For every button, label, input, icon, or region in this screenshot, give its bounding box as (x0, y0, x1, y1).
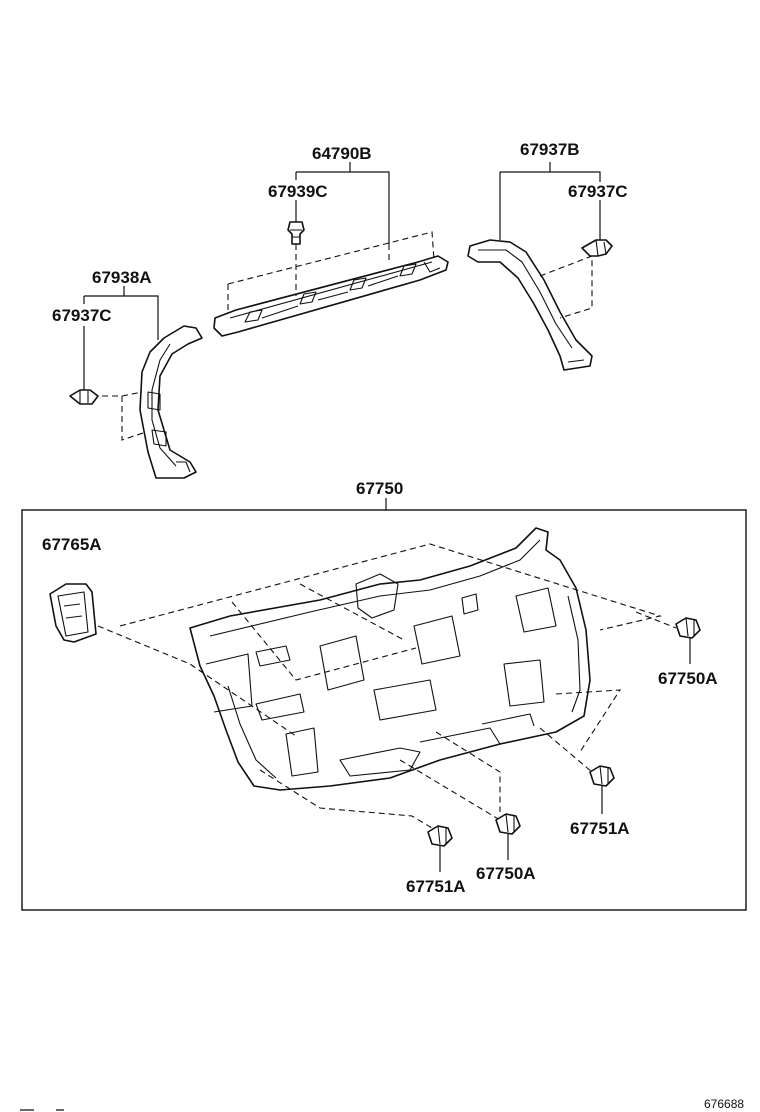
label-67937B: 67937B (520, 140, 580, 159)
leader-67937B (499, 162, 601, 240)
clip-67939C (287, 221, 305, 245)
label-67938A: 67938A (92, 268, 152, 287)
dashed-outline-board-top (119, 543, 663, 631)
trim-panel-64790B (213, 255, 449, 337)
clip-67751A-right (589, 765, 615, 787)
leader-67938A (84, 286, 159, 340)
clip-67937C-right (581, 239, 613, 257)
dashed-outline-67938A (102, 391, 147, 441)
clip-67750A-bottom (495, 813, 521, 835)
dashed-outline-67937B (539, 255, 593, 319)
label-67750A-right: 67750A (658, 669, 718, 688)
dashed-leader-67751A-right (539, 689, 622, 773)
cover-67765A (49, 583, 97, 643)
label-64790B: 64790B (312, 144, 372, 163)
label-67751A-bottom: 67751A (406, 877, 466, 896)
dashed-leader-67750A-right (635, 611, 677, 629)
leader-64790B (296, 162, 390, 244)
back-door-trim-board-67750 (189, 527, 591, 791)
clip-67751A-bottom (427, 825, 453, 847)
dashed-outline-board-mid (231, 583, 417, 681)
clip-67937C-left (69, 389, 99, 405)
assembly-frame-67750 (21, 509, 747, 911)
pillar-trim-67937B (467, 239, 593, 371)
label-67750: 67750 (356, 479, 403, 498)
dashed-leader-67751A-bottom (259, 769, 433, 829)
label-67939C: 67939C (268, 182, 328, 201)
figure-reference-number: 676688 (704, 1097, 744, 1111)
dashed-leader-67750A-bottom (399, 731, 501, 821)
label-67751A-right: 67751A (570, 819, 630, 838)
label-67937C-right: 67937C (568, 182, 628, 201)
pillar-trim-67938A (139, 325, 203, 479)
label-67750A-bottom: 67750A (476, 864, 536, 883)
dashed-leader-67765A (97, 625, 297, 737)
label-67765A: 67765A (42, 535, 102, 554)
label-67937C-left: 67937C (52, 306, 112, 325)
clip-67750A-right (675, 617, 701, 639)
